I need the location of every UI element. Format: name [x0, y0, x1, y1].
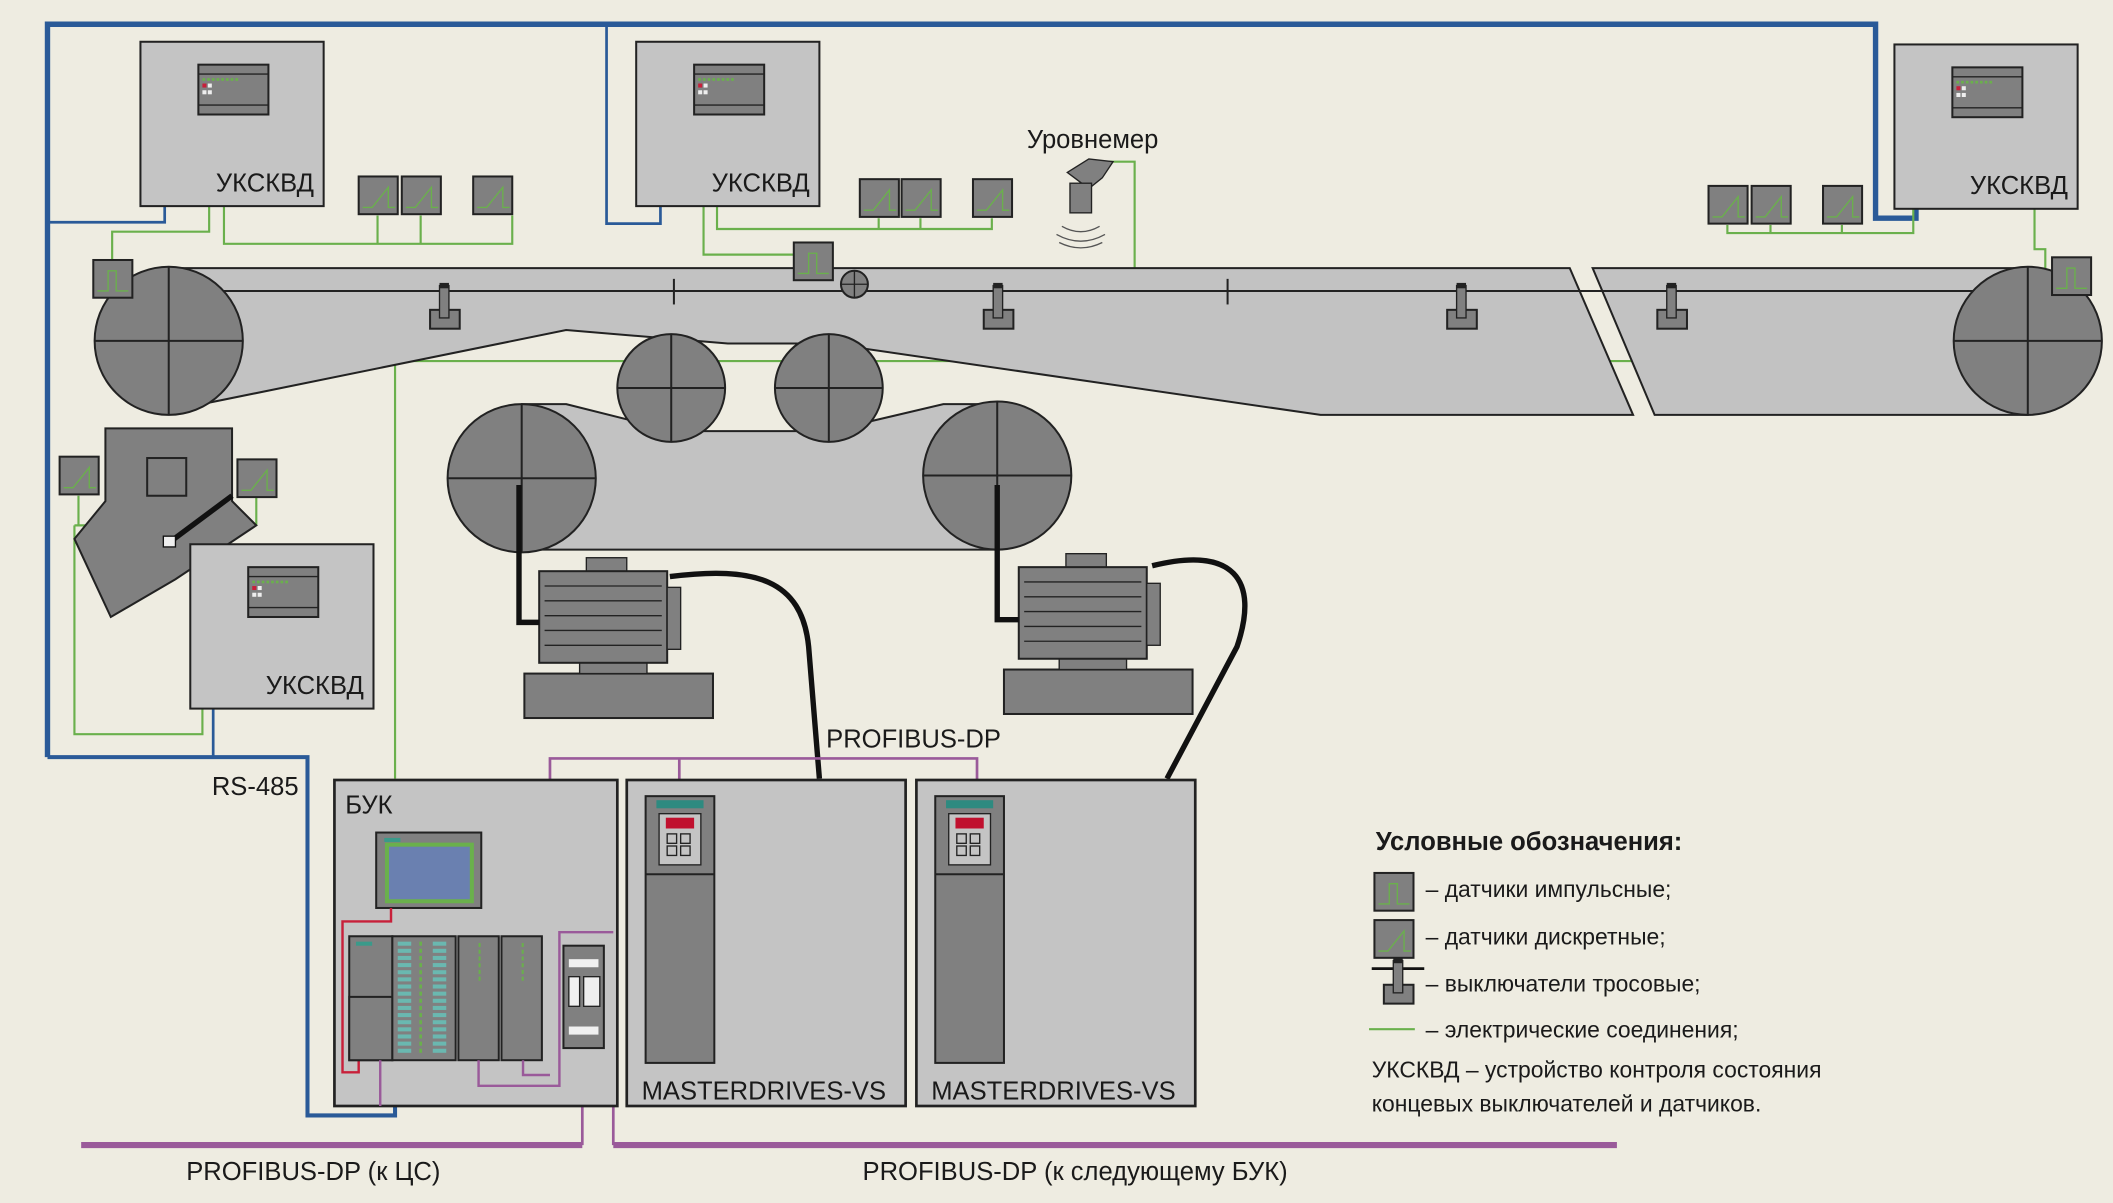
controller-icon	[1951, 66, 2024, 119]
drum-icon	[616, 333, 727, 443]
sensors	[58, 175, 2093, 499]
hopper-node	[162, 535, 177, 548]
masterdrives-cabinet: MASTERDRIVES-VS	[915, 778, 1197, 1108]
buk-label: БУК	[345, 792, 392, 820]
rs485-label: RS-485	[212, 773, 299, 801]
plc-io-leds	[355, 941, 524, 1053]
profibus-repeater-icon	[562, 944, 605, 1050]
motor-icon	[523, 557, 714, 720]
drives: MASTERDRIVES-VS MASTERDRIVES-VS	[625, 778, 1197, 1108]
buk-cabinet: БУК	[333, 778, 619, 1108]
legend-item-pulse: – датчики импульсные;	[1426, 876, 1672, 902]
discrete-sensor-icon	[236, 458, 278, 499]
plc-rack-icon	[348, 935, 543, 1062]
rope-switch-icon	[1656, 282, 1688, 330]
conveyor	[167, 267, 2029, 551]
legend-item-discrete: – датчики дискретные;	[1426, 923, 1666, 949]
ukskvd-label: УКСКВД	[266, 672, 364, 700]
legend: Условные обозначения: – датчики импульсн…	[1369, 828, 1821, 1116]
plain-sensor-icon	[146, 457, 188, 497]
discrete-sensor-icon	[1822, 184, 1864, 225]
discrete-sensor-icon	[357, 175, 399, 216]
discrete-sensor-icon	[858, 178, 900, 218]
ukskvd-label: УКСКВД	[712, 169, 810, 197]
motors	[523, 553, 1194, 720]
frequency-converter-icon	[934, 795, 1005, 1064]
drive-label: MASTERDRIVES-VS	[931, 1077, 1175, 1105]
discrete-sensor-icon	[1707, 184, 1749, 225]
discrete-sensor-icon	[1373, 919, 1415, 959]
motor-icon	[1002, 553, 1194, 715]
controller-icon	[197, 63, 270, 116]
profibus-cs-label: PROFIBUS-DP (к ЦС)	[186, 1158, 440, 1186]
level-gauge-label: Уровнемер	[1027, 126, 1159, 154]
drum-icon	[773, 333, 884, 443]
discrete-sensor-icon	[900, 178, 942, 218]
ukskvd-cabinet: УКСКВД	[635, 40, 821, 208]
discrete-sensor-icon	[400, 175, 442, 216]
crossing-symbol	[839, 269, 869, 299]
rope-switch-icon	[1446, 282, 1478, 330]
rope-switch-icon	[429, 282, 461, 330]
profibus-next-label: PROFIBUS-DP (к следующему БУК)	[863, 1158, 1288, 1186]
ukskvd-cabinet: УКСКВД	[1893, 43, 2079, 210]
discrete-sensor-icon	[1750, 184, 1792, 225]
legend-item-rope-switch: – выключатели тросовые;	[1426, 970, 1701, 996]
legend-title: Условные обозначения:	[1376, 828, 1683, 856]
ukskvd-cabinet: УКСКВД	[139, 40, 325, 208]
discrete-sensor-icon	[971, 178, 1014, 218]
discrete-sensor-icon	[472, 175, 514, 216]
legend-note-line1: УКСКВД – устройство контроля состояния	[1372, 1057, 1822, 1083]
drive-label: MASTERDRIVES-VS	[642, 1077, 886, 1105]
discrete-sensor-icon	[58, 455, 100, 496]
rope-switches	[429, 282, 1688, 330]
controller-icon	[693, 63, 766, 116]
ukskvd-cabinets: УКСКВД УКСКВД УКСКВД УКСКВД	[139, 40, 2079, 710]
drum-icon	[1952, 265, 2103, 416]
ukskvd-label: УКСКВД	[1970, 172, 2068, 200]
level-gauge-icon	[1056, 158, 1115, 249]
hopper-link	[167, 493, 234, 546]
profibus-top-label: PROFIBUS-DP	[826, 726, 1001, 754]
rope-switch-icon	[1382, 957, 1415, 1005]
pulse-sensor-icon	[92, 258, 134, 299]
legend-item-wire: – электрические соединения;	[1426, 1016, 1739, 1042]
ukskvd-label: УКСКВД	[216, 169, 314, 197]
drive-cables	[516, 484, 1248, 780]
rope-switch-icon	[982, 282, 1015, 330]
hopper	[73, 427, 258, 619]
pulse-sensor-icon	[2051, 256, 2093, 297]
drums	[93, 265, 2103, 554]
pulse-sensor-icon	[792, 241, 834, 282]
masterdrives-cabinet: MASTERDRIVES-VS	[625, 778, 907, 1108]
drum-icon	[93, 265, 244, 416]
hmi-panel-icon	[375, 831, 483, 909]
pulse-sensor-icon	[1373, 871, 1415, 912]
ukskvd-cabinet: УКСКВД	[189, 543, 375, 710]
frequency-converter-icon	[644, 795, 716, 1064]
legend-note-line2: концевых выключателей и датчиков.	[1372, 1090, 1762, 1116]
controller-icon	[247, 566, 320, 619]
